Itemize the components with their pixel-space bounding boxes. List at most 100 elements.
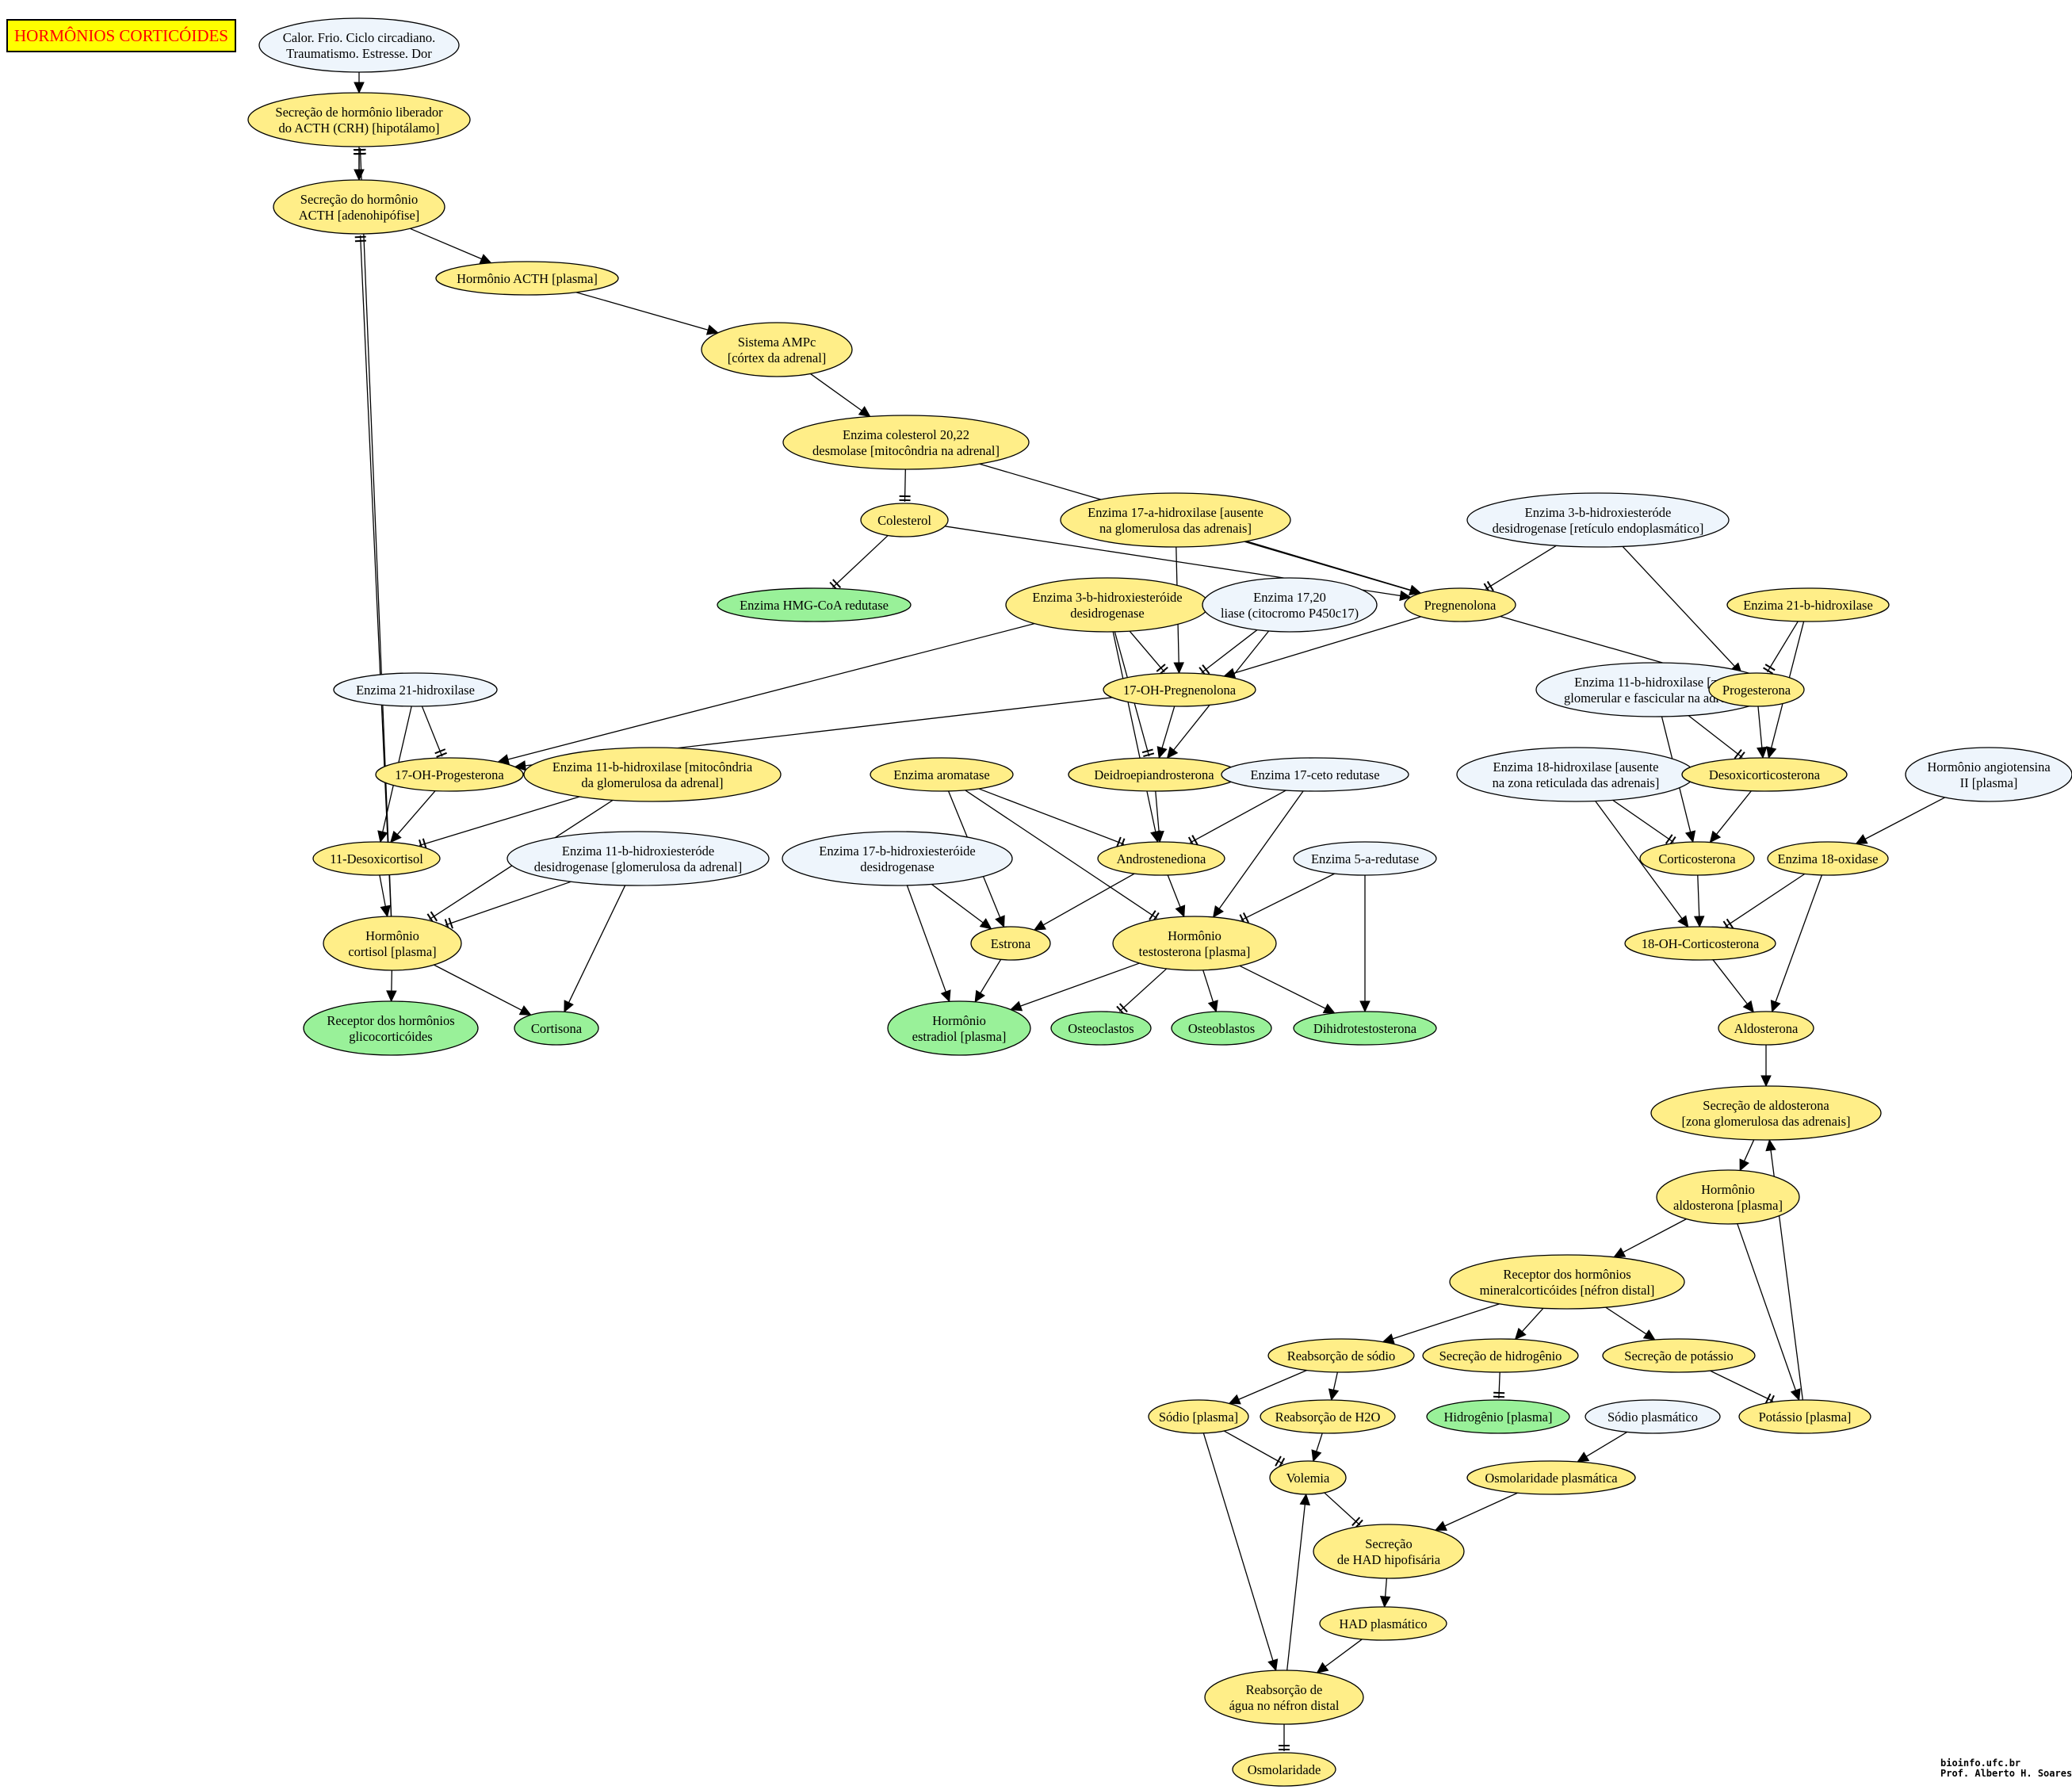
node-shape xyxy=(1656,1169,1800,1225)
node-osteoclastos[interactable]: Osteoclastos xyxy=(1050,1011,1152,1046)
node-shape xyxy=(701,322,853,377)
node-label: 17-OH-Progesterona xyxy=(395,767,504,782)
node-shape xyxy=(1718,1011,1814,1046)
node-osmolaridade[interactable]: Osmolaridade xyxy=(1232,1752,1336,1787)
node-e11b_desid[interactable]: Enzima 11-b-hidroxiesteródedesidrogenase… xyxy=(507,831,770,886)
node-dhea[interactable]: Deidroepiandrosterona xyxy=(1068,757,1241,792)
node-e17ceto[interactable]: Enzima 17-ceto redutase xyxy=(1221,757,1409,792)
node-shape xyxy=(1466,492,1730,548)
node-rec_mineral[interactable]: Receptor dos hormôniosmineralcorticóides… xyxy=(1449,1254,1685,1310)
node-pregnenolona[interactable]: Pregnenolona xyxy=(1404,587,1516,622)
node-oh17prog[interactable]: 17-OH-Progesterona xyxy=(375,757,524,792)
node-osmolaridade_plasm[interactable]: Osmolaridade plasmática xyxy=(1466,1460,1636,1495)
node-sec_hidrogenio[interactable]: Secreção de hidrogênio xyxy=(1422,1338,1579,1373)
node-shape xyxy=(717,587,912,622)
edge-rec_mineral-to-reab_sodio xyxy=(1382,1303,1500,1344)
node-sec_potassio[interactable]: Secreção de potássio xyxy=(1602,1338,1756,1373)
node-sodio_plasmatico[interactable]: Sódio plasmático xyxy=(1585,1399,1721,1434)
node-label: Hormônio xyxy=(1701,1182,1755,1197)
edge-oh17preg-to-dhea xyxy=(1156,706,1176,759)
node-label: 18-OH-Corticosterona xyxy=(1642,936,1760,951)
edge-cortisol-to-crh xyxy=(354,147,392,917)
node-label: Secreção de hormônio liberador xyxy=(275,105,443,120)
edge-e17ceto-to-androstenediona xyxy=(1187,790,1286,847)
node-osteoblastos[interactable]: Osteoblastos xyxy=(1171,1011,1272,1046)
node-sec_aldo[interactable]: Secreção de aldosterona[zona glomerulosa… xyxy=(1650,1085,1882,1141)
node-hmgcoa[interactable]: Enzima HMG-CoA redutase xyxy=(717,587,912,622)
node-oh18cort[interactable]: 18-OH-Corticosterona xyxy=(1624,926,1776,961)
edge-aldo_plasma-to-rec_mineral xyxy=(1613,1218,1687,1258)
node-aromatase[interactable]: Enzima aromatase xyxy=(870,757,1014,792)
node-acth_plasma[interactable]: Hormônio ACTH [plasma] xyxy=(435,261,619,296)
node-shape xyxy=(1204,1670,1364,1725)
node-estimulos[interactable]: Calor. Frio. Ciclo circadiano.Traumatism… xyxy=(258,17,460,73)
edge-androstenediona-to-testosterona xyxy=(1167,874,1186,918)
node-corticosterona[interactable]: Corticosterona xyxy=(1639,841,1755,876)
edge-reab_agua-to-osmolaridade xyxy=(1279,1724,1290,1751)
node-potassio_plasma[interactable]: Potássio [plasma] xyxy=(1738,1399,1871,1434)
edge-sec_aldo-to-aldo_plasma xyxy=(1739,1139,1755,1172)
node-reab_h2o[interactable]: Reabsorção de H2O xyxy=(1260,1399,1396,1434)
node-label: Osmolaridade plasmática xyxy=(1485,1471,1618,1486)
node-label: Sódio plasmático xyxy=(1608,1409,1698,1425)
node-label: Enzima 17-ceto redutase xyxy=(1250,767,1379,782)
node-androstenediona[interactable]: Androstenediona xyxy=(1097,841,1225,876)
node-desoxicorticosterona[interactable]: Desoxicorticosterona xyxy=(1681,757,1848,792)
node-label: Hormônio xyxy=(932,1013,986,1028)
node-e5a[interactable]: Enzima 5-a-redutase xyxy=(1293,841,1437,876)
node-ampc[interactable]: Sistema AMPc[córtex da adrenal] xyxy=(701,322,853,377)
node-reab_sodio[interactable]: Reabsorção de sódio xyxy=(1267,1338,1415,1373)
node-shape xyxy=(1404,587,1516,622)
node-label: [córtex da adrenal] xyxy=(728,350,827,365)
node-label: Osteoblastos xyxy=(1188,1021,1255,1036)
node-shape xyxy=(303,1000,479,1056)
node-e18ox[interactable]: Enzima 18-oxidase xyxy=(1767,841,1889,876)
node-had_plasma[interactable]: HAD plasmático xyxy=(1319,1606,1447,1641)
node-shape xyxy=(1097,841,1225,876)
edge-e3b_re-to-progesterona xyxy=(1622,545,1743,675)
node-label: Traumatismo. Estresse. Dor xyxy=(286,46,432,61)
edge-e18ox-to-oh18cort xyxy=(1722,873,1806,931)
node-e11b_zona[interactable]: Enzima 11-b-hidroxilase [zonaglomerular … xyxy=(1535,662,1775,717)
node-shape xyxy=(1171,1011,1272,1046)
node-label: Desoxicorticosterona xyxy=(1709,767,1821,782)
node-label: Osmolaridade xyxy=(1248,1762,1321,1777)
node-shape xyxy=(782,415,1030,470)
node-cortisona[interactable]: Cortisona xyxy=(514,1011,599,1046)
node-e3b_re[interactable]: Enzima 3-b-hidroxiesteródedesidrogenase … xyxy=(1466,492,1730,548)
node-shape xyxy=(1112,916,1277,971)
node-desoxicortisol[interactable]: 11-Desoxicortisol xyxy=(312,841,441,876)
edge-ampc-to-desmolase xyxy=(810,373,871,418)
node-hidrogenio_plasma[interactable]: Hidrogênio [plasma] xyxy=(1426,1399,1570,1434)
node-e17b[interactable]: Enzima 17-b-hidroxiesteróidedesidrogenas… xyxy=(782,831,1013,886)
node-oh17preg[interactable]: 17-OH-Pregnenolona xyxy=(1103,672,1256,707)
node-progesterona[interactable]: Progesterona xyxy=(1708,672,1805,707)
edge-e3b_re-to-pregnenolona xyxy=(1483,545,1557,594)
node-shape xyxy=(1426,1399,1570,1434)
node-e21b[interactable]: Enzima 21-b-hidroxilase xyxy=(1726,587,1890,622)
node-e21[interactable]: Enzima 21-hidroxilase xyxy=(333,672,498,707)
node-estrona[interactable]: Estrona xyxy=(970,926,1051,961)
node-colesterol[interactable]: Colesterol xyxy=(860,503,949,537)
node-label: cortisol [plasma] xyxy=(348,944,436,959)
node-aldosterona[interactable]: Aldosterona xyxy=(1718,1011,1814,1046)
node-volemia[interactable]: Volemia xyxy=(1269,1460,1347,1495)
node-sodio_plasma[interactable]: Sódio [plasma] xyxy=(1148,1399,1249,1434)
node-dht[interactable]: Dihidrotestosterona xyxy=(1293,1011,1437,1046)
